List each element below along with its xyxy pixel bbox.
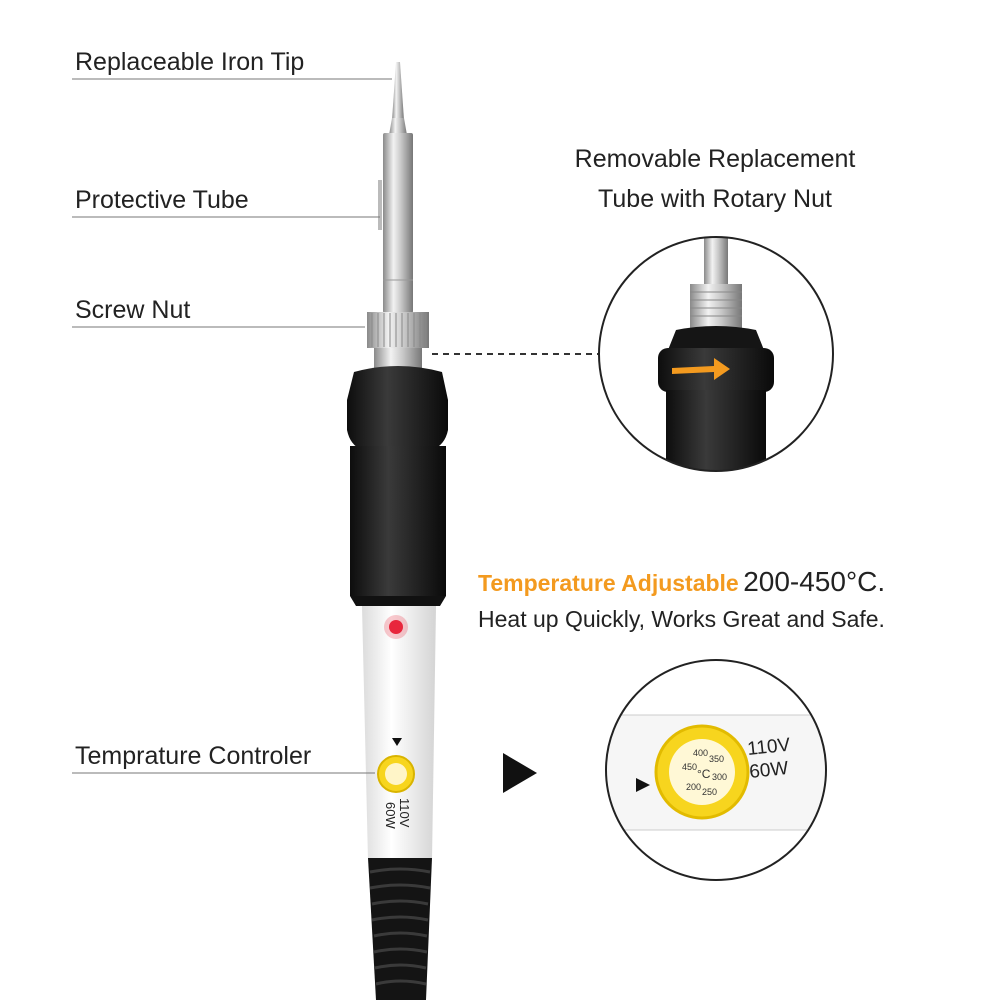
label-protective-tube: Protective Tube (75, 186, 249, 214)
iron-tip (389, 62, 407, 135)
svg-text:60W: 60W (383, 802, 398, 829)
callout-title-line2: Tube with Rotary Nut (598, 185, 832, 213)
svg-text:250: 250 (702, 787, 717, 797)
cable (368, 858, 432, 1000)
svg-text:200: 200 (686, 782, 701, 792)
dial-zoom-circle: 450 400 350 300 250 200 °C 110V 60W (605, 659, 827, 881)
svg-text:°C: °C (697, 767, 711, 781)
svg-text:60W: 60W (748, 758, 789, 783)
screw-nut (367, 312, 429, 370)
callout-title-line1: Removable Replacement (574, 145, 856, 173)
label-screw-nut: Screw Nut (75, 296, 191, 324)
temperature-subtitle: Heat up Quickly, Works Great and Safe. (478, 606, 885, 632)
svg-text:450: 450 (682, 762, 697, 772)
svg-text:400: 400 (693, 748, 708, 758)
svg-text:350: 350 (709, 754, 724, 764)
svg-text:300: 300 (712, 772, 727, 782)
black-handle (347, 366, 448, 606)
label-temperature-controller: Temprature Controler (75, 742, 312, 770)
white-grip: 110V 60W (362, 606, 436, 860)
temperature-heading: Temperature Adjustable 200-450°C. (478, 566, 998, 598)
temperature-highlight: Temperature Adjustable (478, 570, 739, 596)
protective-tube (378, 133, 413, 313)
play-arrow-icon (503, 753, 537, 793)
temperature-range: 200-450°C. (743, 566, 886, 597)
svg-text:110V: 110V (746, 735, 791, 760)
svg-text:110V: 110V (397, 798, 412, 828)
label-iron-tip: Replaceable Iron Tip (75, 48, 305, 76)
nut-zoom-circle (598, 236, 834, 472)
